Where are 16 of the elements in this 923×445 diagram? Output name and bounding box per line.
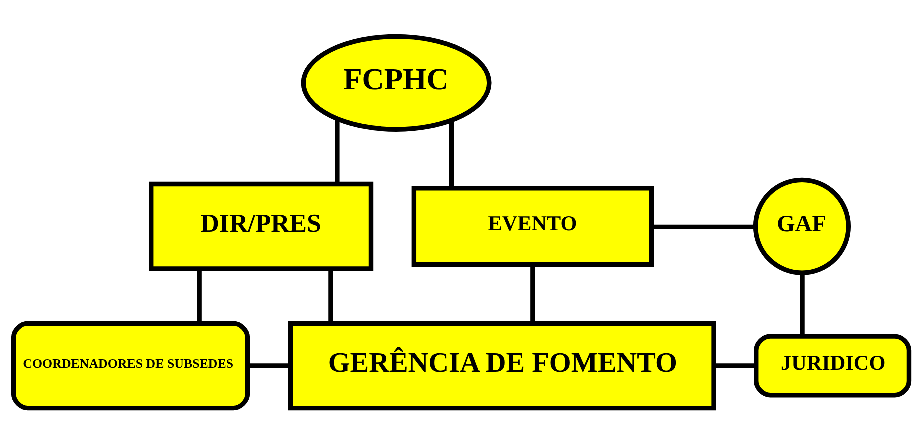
node-box: DIR/PRES bbox=[149, 182, 374, 272]
connector bbox=[449, 120, 454, 188]
connector bbox=[328, 269, 334, 324]
connector bbox=[248, 364, 290, 368]
connector bbox=[335, 119, 340, 184]
node-box: GERÊNCIA DE FOMENTO bbox=[288, 321, 716, 411]
node-box: COORDENADORES DE SUBSEDES bbox=[11, 321, 250, 411]
connector bbox=[197, 269, 202, 324]
node-box: EVENTO bbox=[412, 186, 654, 268]
node-circle: GAF bbox=[753, 178, 852, 276]
node-box: JURIDICO bbox=[754, 334, 912, 398]
node-ellipse: FCPHC bbox=[301, 34, 492, 132]
connector bbox=[652, 224, 756, 230]
connector bbox=[530, 265, 536, 324]
connector bbox=[800, 273, 805, 337]
connector bbox=[714, 364, 756, 368]
